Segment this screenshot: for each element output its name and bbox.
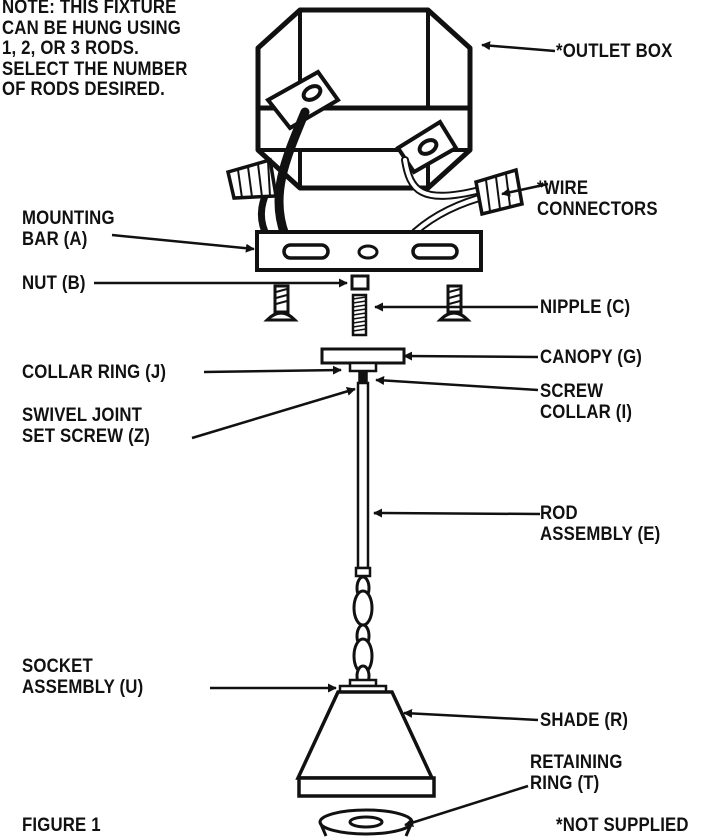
rod — [354, 381, 372, 578]
label-mounting-bar: MOUNTING BAR (A) — [22, 207, 115, 250]
footnote: *NOT SUPPLIED — [556, 814, 689, 836]
mounting-screw-left — [263, 284, 299, 322]
note-text: NOTE: THIS FIXTURE CAN BE HUNG USING 1, … — [2, 0, 188, 100]
shade — [295, 690, 436, 798]
label-rod-assembly: ROD ASSEMBLY (E) — [540, 502, 661, 545]
label-socket-assembly: SOCKET ASSEMBLY (U) — [22, 655, 144, 698]
label-swivel-joint: SWIVEL JOINT SET SCREW (Z) — [22, 404, 151, 447]
label-wire-connectors: *WIRE CONNECTORS — [537, 177, 658, 220]
chain — [352, 575, 374, 688]
nut — [350, 274, 370, 291]
label-nut: NUT (B) — [22, 272, 86, 294]
figure-caption: FIGURE 1 — [22, 814, 101, 836]
label-shade: SHADE (R) — [540, 709, 629, 731]
label-outlet-box: *OUTLET BOX — [556, 40, 673, 62]
label-collar-ring: COLLAR RING (J) — [22, 361, 167, 383]
label-screw-collar: SCREW COLLAR (I) — [540, 380, 633, 423]
wire-connector-right — [473, 167, 525, 217]
label-nipple: NIPPLE (C) — [540, 296, 631, 318]
callout-arrows — [94, 41, 556, 827]
canopy — [320, 347, 406, 384]
nipple — [351, 293, 368, 337]
socket — [338, 678, 388, 694]
mounting-screw-right — [436, 284, 472, 322]
wire-connector-left — [225, 157, 279, 200]
wire-clamps — [264, 69, 459, 175]
label-canopy: CANOPY (G) — [540, 346, 643, 368]
label-retaining-ring: RETAINING RING (T) — [530, 751, 623, 794]
retaining-ring — [318, 808, 414, 837]
mounting-bar — [255, 230, 483, 272]
